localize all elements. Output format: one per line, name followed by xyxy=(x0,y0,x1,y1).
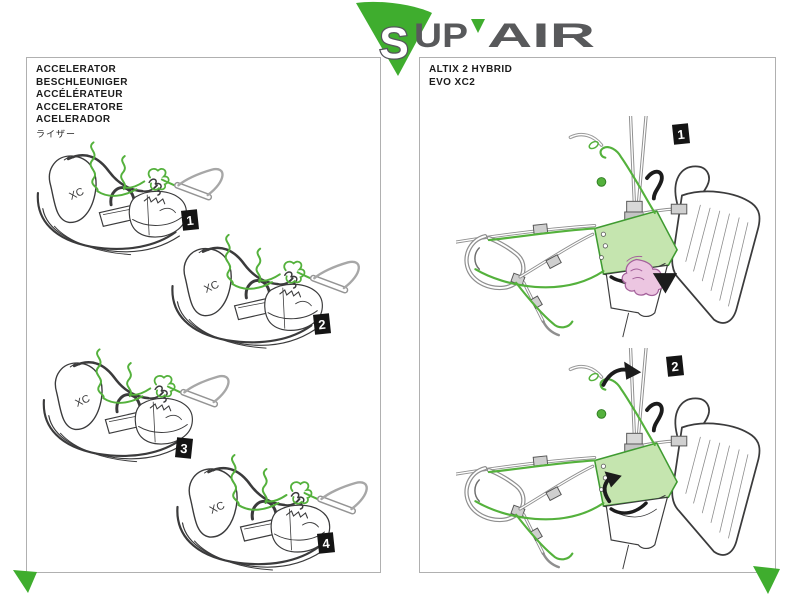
logo-letter-s: S xyxy=(379,19,408,68)
accelerator-panel-titles: ACCELERATOR BESCHLEUNIGER ACCÉLÉRATEUR A… xyxy=(36,64,128,140)
title-altix: ALTIX 2 HYBRID xyxy=(429,64,513,75)
routing-arrow-top-icon xyxy=(601,361,642,387)
altix-diagram-step2 xyxy=(456,346,776,573)
title-accelerator-fr: ACCÉLÉRATEUR xyxy=(36,89,123,100)
harness-diagram-step4 xyxy=(173,447,381,577)
logo-triangle-icon xyxy=(356,1,432,76)
hand-icon xyxy=(621,255,664,297)
corner-triangle-left-icon xyxy=(13,570,37,593)
altix-step-badge-2: 2 xyxy=(665,355,685,377)
logo-apostrophe-icon xyxy=(471,19,485,33)
routing-arrow-bottom-icon xyxy=(602,471,622,504)
harness-diagram-step2 xyxy=(168,227,373,355)
title-accelerator-it: ACCELERATORE xyxy=(36,101,124,113)
step-badge-2: 2 xyxy=(312,313,332,335)
altix-panel-titles: ALTIX 2 HYBRID EVO XC2 xyxy=(429,64,512,89)
title-accelerator-jp: ライザー xyxy=(36,128,77,139)
warning-triangle-icon xyxy=(652,273,678,294)
title-accelerator-en: ACCELERATOR xyxy=(36,64,117,75)
supair-logo: S UP AIR xyxy=(356,1,595,76)
altix-panel: ALTIX 2 HYBRID EVO XC2 1 2 xyxy=(419,57,776,573)
title-evo-xc2: EVO XC2 xyxy=(429,76,476,88)
logo-text-air: AIR xyxy=(487,17,595,55)
altix-step-badge-1: 1 xyxy=(671,123,691,145)
title-accelerator-de: BESCHLEUNIGER xyxy=(36,76,128,88)
step-badge-4: 4 xyxy=(316,532,336,554)
title-accelerator-es: ACELERADOR xyxy=(36,114,111,125)
corner-triangle-right-icon xyxy=(753,566,780,594)
logo-text-up: UP xyxy=(414,17,468,55)
accelerator-panel: ACCELERATOR BESCHLEUNIGER ACCÉLÉRATEUR A… xyxy=(26,57,381,573)
altix-diagram-step1 xyxy=(456,114,776,341)
